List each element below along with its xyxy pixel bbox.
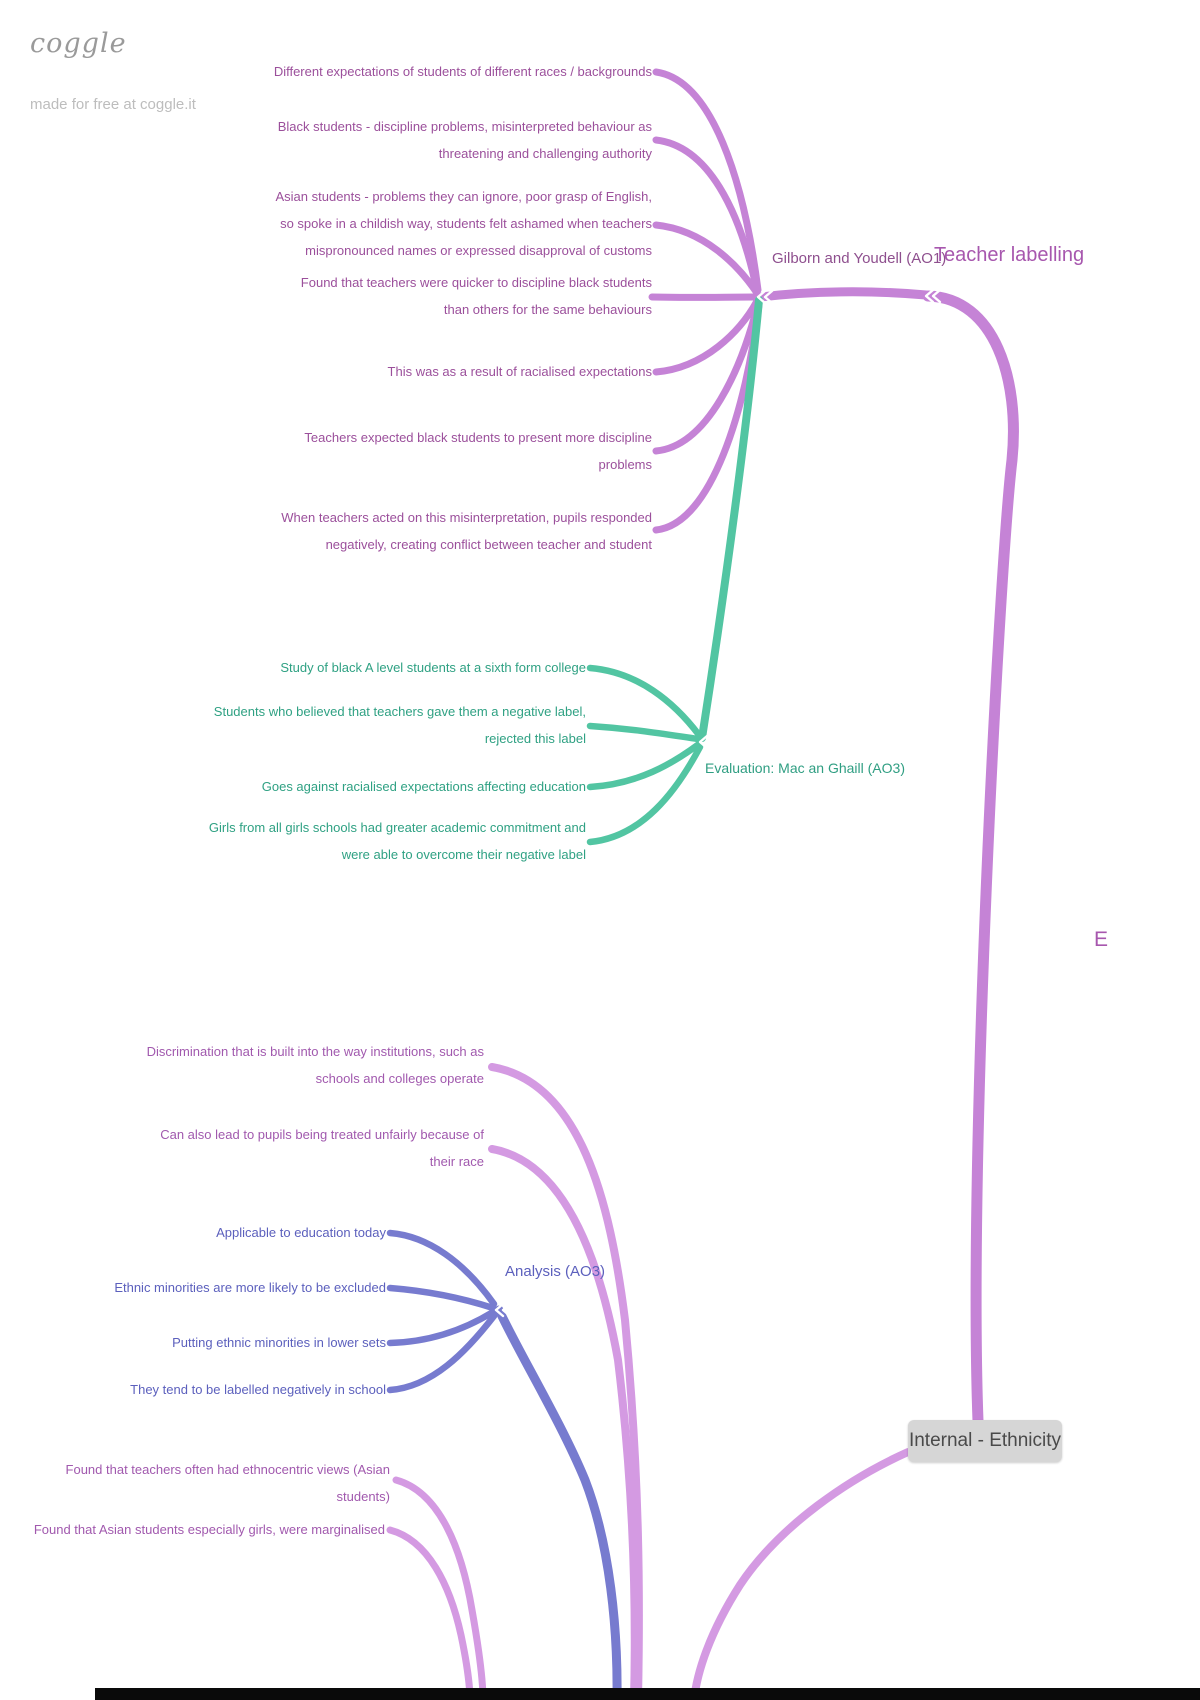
branch-bottom-1[interactable] bbox=[392, 1476, 487, 1700]
analysis-point-1[interactable]: Applicable to education today bbox=[216, 1225, 386, 1240]
branch-evaluation-2[interactable] bbox=[586, 722, 702, 743]
branch-analysis-3[interactable] bbox=[386, 1308, 497, 1347]
coggle-logo[interactable]: coggle bbox=[30, 28, 127, 59]
branch-gilborn-1[interactable] bbox=[652, 68, 762, 294]
chevron-icon[interactable] bbox=[494, 1302, 512, 1318]
branch-gilborn-5[interactable] bbox=[652, 297, 761, 376]
node-teacher-labelling[interactable]: Teacher labelling bbox=[934, 244, 1085, 266]
institutional-point-1[interactable]: Discrimination that is built into the wa… bbox=[146, 1044, 484, 1086]
branch-institutional-1[interactable] bbox=[488, 1063, 643, 1700]
analysis-point-2[interactable]: Ethnic minorities are more likely to be … bbox=[114, 1280, 386, 1295]
gilborn-point-1[interactable]: Different expectations of students of di… bbox=[273, 64, 652, 79]
evaluation-point-4[interactable]: Girls from all girls schools had greater… bbox=[208, 820, 586, 862]
chevron-icon[interactable] bbox=[698, 734, 716, 750]
branch-evaluation-3[interactable] bbox=[586, 740, 703, 791]
branch-gilborn-2[interactable] bbox=[652, 136, 761, 295]
analysis-point-3[interactable]: Putting ethnic minorities in lower sets bbox=[172, 1335, 386, 1350]
branch-gilborn-6[interactable] bbox=[652, 299, 762, 455]
node-clipped-right-edge[interactable]: E bbox=[1094, 928, 1109, 951]
branch-analysis-trunk[interactable] bbox=[494, 1305, 622, 1700]
coggle-tagline[interactable]: made for free at coggle.it bbox=[30, 96, 196, 113]
chevron-icon[interactable] bbox=[756, 289, 774, 305]
gilborn-point-2[interactable]: Black students - discipline problems, mi… bbox=[277, 119, 652, 161]
bottom-point-2[interactable]: Found that Asian students especially gir… bbox=[33, 1522, 385, 1537]
gilborn-point-3[interactable]: Asian students - problems they can ignor… bbox=[275, 189, 653, 258]
branch-gilborn-trunk[interactable] bbox=[756, 287, 931, 302]
bottom-black-bar bbox=[95, 1688, 1200, 1700]
branch-internal-lower[interactable] bbox=[690, 1448, 912, 1700]
branch-analysis-4[interactable] bbox=[386, 1312, 498, 1394]
chevron-icon[interactable] bbox=[924, 288, 942, 304]
node-internal-ethnicity[interactable]: Internal - Ethnicity bbox=[908, 1420, 1062, 1462]
gilborn-point-4[interactable]: Found that teachers were quicker to disc… bbox=[300, 275, 652, 317]
bottom-point-1[interactable]: Found that teachers often had ethnocentr… bbox=[65, 1462, 390, 1504]
node-analysis[interactable]: Analysis (AO3) bbox=[505, 1263, 606, 1280]
branch-gilborn-3[interactable] bbox=[652, 221, 761, 297]
branch-institutional-2[interactable] bbox=[488, 1145, 639, 1700]
node-gilborn-and-youdell[interactable]: Gilborn and Youdell (AO1) bbox=[772, 250, 947, 267]
gilborn-point-6[interactable]: Teachers expected black students to pres… bbox=[304, 430, 652, 472]
branch-evaluation-4[interactable] bbox=[586, 743, 704, 846]
institutional-point-2[interactable]: Can also lead to pupils being treated un… bbox=[160, 1127, 484, 1169]
analysis-point-4[interactable]: They tend to be labelled negatively in s… bbox=[130, 1382, 386, 1397]
branch-evaluation-1[interactable] bbox=[586, 664, 703, 739]
evaluation-point-3[interactable]: Goes against racialised expectations aff… bbox=[261, 779, 586, 794]
internal-ethnicity-label: Internal - Ethnicity bbox=[908, 1430, 1062, 1451]
gilborn-point-7[interactable]: When teachers acted on this misinterpret… bbox=[281, 510, 652, 552]
branch-analysis-1[interactable] bbox=[386, 1229, 498, 1308]
branch-analysis-2[interactable] bbox=[386, 1284, 497, 1312]
evaluation-point-1[interactable]: Study of black A level students at a six… bbox=[280, 660, 586, 675]
branch-bottom-2[interactable] bbox=[386, 1526, 474, 1700]
branch-teacher-labelling-trunk[interactable] bbox=[922, 290, 1019, 1427]
evaluation-point-2[interactable]: Students who believed that teachers gave… bbox=[213, 704, 586, 746]
branch-evaluation-trunk[interactable] bbox=[698, 296, 763, 742]
gilborn-point-5[interactable]: This was as a result of racialised expec… bbox=[387, 364, 652, 379]
node-evaluation-mac-an-ghaill[interactable]: Evaluation: Mac an Ghaill (AO3) bbox=[705, 760, 905, 776]
